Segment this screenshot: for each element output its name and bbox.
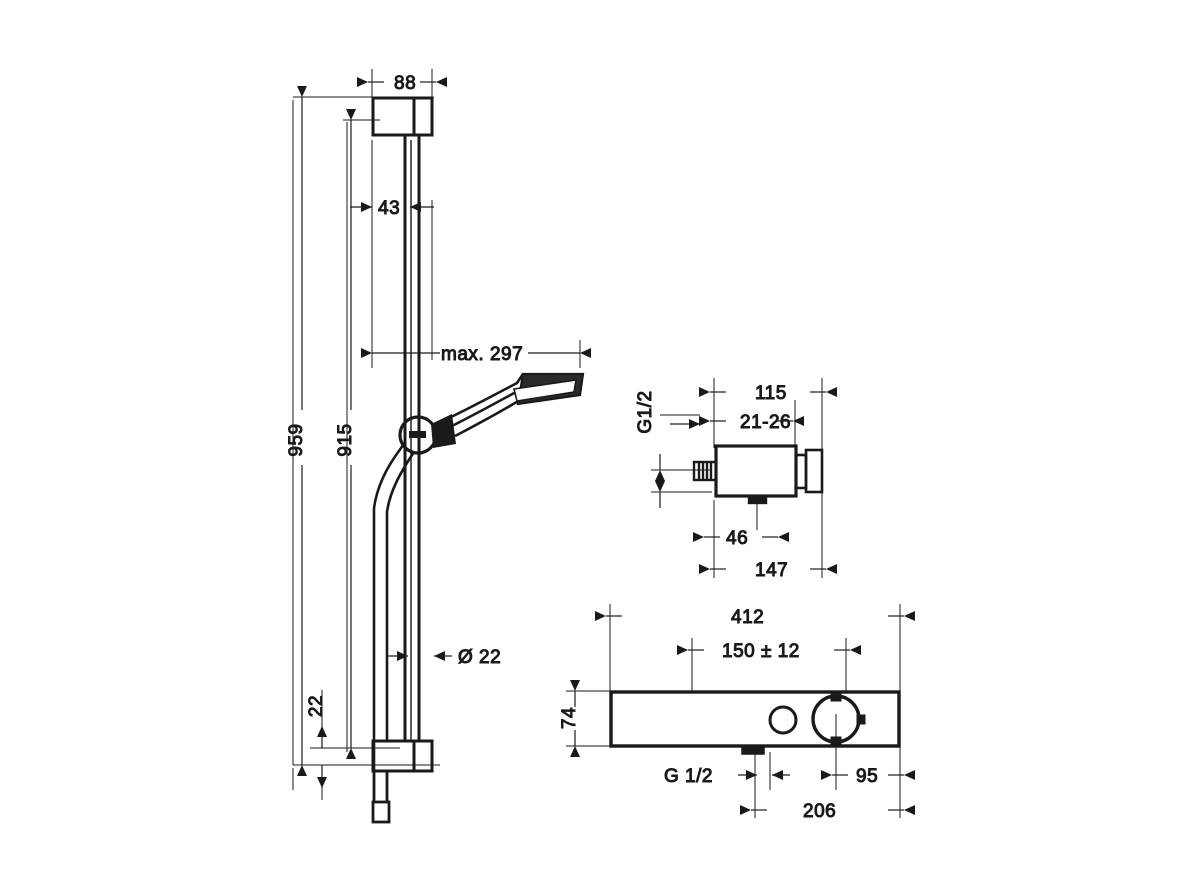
front-bottom-outlet: [741, 745, 765, 755]
hand-shower: [447, 373, 525, 438]
dimension-150-label: 150 ± 12: [722, 641, 800, 662]
shower-bar-rail: [403, 135, 421, 742]
bar-top-bracket: [371, 96, 434, 137]
dimension-915-label: 915: [335, 423, 356, 456]
dimension-95-label: 95: [856, 766, 878, 787]
holder-arm-wedge: [431, 414, 456, 448]
dimension-g12-side-label: G1/2: [635, 390, 656, 433]
valve-inlet-thread: [692, 460, 718, 482]
dimension-diameter-22-label: Ø 22: [458, 647, 501, 668]
dimension-22-label: 22: [306, 695, 327, 717]
thermostat-valve-body-side: [714, 444, 798, 498]
valve-handle-cap: [794, 448, 824, 494]
dimension-115-label: 115: [755, 383, 787, 404]
dimension-88-label: 88: [394, 73, 416, 94]
hose-connector: [371, 770, 391, 824]
temperature-handle[interactable]: [811, 693, 866, 745]
dimension-43-label: 43: [378, 198, 400, 219]
thermostat-front-witness-lines: [566, 604, 901, 818]
valve-bottom-outlet: [747, 494, 768, 505]
select-button[interactable]: [768, 705, 798, 735]
thermostat-front-body: [609, 690, 901, 748]
dimension-959-label: 959: [286, 423, 307, 456]
dimension-412-label: 412: [731, 607, 764, 628]
dimension-g12-front-label: G 1/2: [664, 766, 713, 787]
dimension-max-297-label: max. 297: [441, 344, 523, 365]
dimension-147-label: 147: [755, 560, 788, 581]
bar-bottom-bracket: [371, 739, 434, 773]
shower-hose: [372, 443, 416, 770]
dimension-46-label: 46: [726, 528, 748, 549]
dimension-74-label: 74: [559, 707, 580, 729]
dimension-21-26-label: 21-26: [740, 412, 791, 433]
dimension-206-label: 206: [803, 801, 836, 822]
hand-shower-face-plate: [513, 379, 577, 402]
